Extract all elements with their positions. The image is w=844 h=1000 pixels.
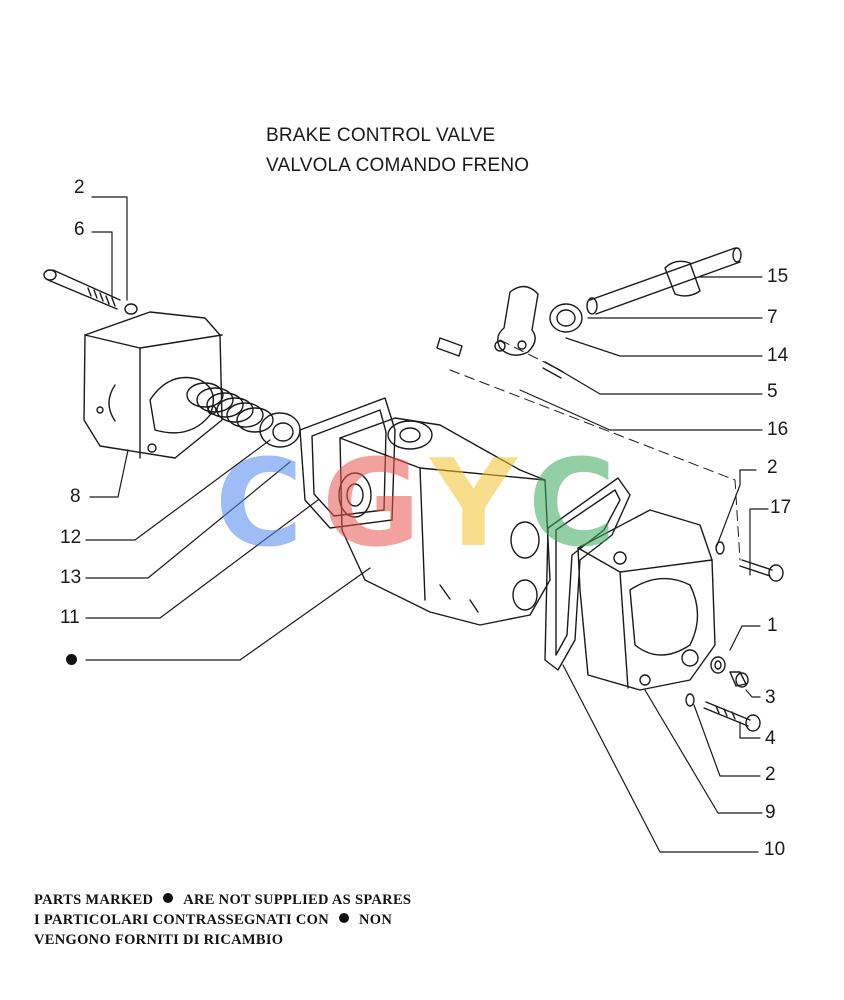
pin-part-16 xyxy=(436,337,463,357)
bolt-part-17 xyxy=(739,559,784,582)
plug-part-3 xyxy=(729,671,749,688)
watermark-letter: G xyxy=(322,435,421,574)
footnote-line-1-end: ARE NOT SUPPLIED AS SPARES xyxy=(183,892,412,908)
callout-2-right: 2 xyxy=(767,457,778,478)
not-supplied-marker xyxy=(66,654,77,665)
callout-2-bottom: 2 xyxy=(765,764,776,785)
footnote-line-2: I PARTICOLARI CONTRASSEGNATI CON NON xyxy=(34,912,392,929)
callout-12: 12 xyxy=(60,527,82,548)
washer-part-2-right xyxy=(715,541,725,555)
callout-14: 14 xyxy=(767,345,789,366)
bullet-marker-icon xyxy=(338,913,349,923)
valve-body-unmarked-part xyxy=(338,417,551,626)
callout-16: 16 xyxy=(767,419,789,440)
callout-4: 4 xyxy=(765,728,776,749)
callout-2-top: 2 xyxy=(74,177,85,198)
right-cover-part-9 xyxy=(577,509,716,691)
callout-10: 10 xyxy=(764,839,786,860)
leader-lines xyxy=(85,196,769,853)
diagram-title-italian: VALVOLA COMANDO FRENO xyxy=(266,155,530,176)
callout-7: 7 xyxy=(767,307,778,328)
spring-part-12 xyxy=(186,382,274,433)
bolt-part-4 xyxy=(703,701,761,732)
callout-15: 15 xyxy=(767,266,789,287)
watermark-letter: C xyxy=(215,435,303,574)
bullet-marker-icon xyxy=(163,893,174,903)
callout-3: 3 xyxy=(765,687,776,708)
footnote-line-3: VENGONO FORNITI DI RICAMBIO xyxy=(34,932,284,948)
callout-9: 9 xyxy=(765,802,776,823)
bolt-part-6 xyxy=(43,269,121,310)
shaft-part-15 xyxy=(586,247,742,315)
washer-part-2-top xyxy=(124,303,138,315)
callout-8: 8 xyxy=(70,486,81,507)
callout-11: 11 xyxy=(60,607,80,628)
footnote-line-2-start: I PARTICOLARI CONTRASSEGNATI CON xyxy=(34,912,329,928)
watermark-letter: Y xyxy=(428,435,519,574)
pin-part-5 xyxy=(542,361,564,379)
seal-part-7 xyxy=(549,303,583,333)
callout-17: 17 xyxy=(770,497,792,518)
lever-part-14 xyxy=(494,285,539,356)
footnote-line-1: PARTS MARKED ARE NOT SUPPLIED AS SPARES xyxy=(34,892,411,909)
watermark-logo: C G Y C xyxy=(215,435,616,574)
callout-6: 6 xyxy=(74,219,85,240)
diagram-title-english: BRAKE CONTROL VALVE xyxy=(266,125,496,146)
callout-5: 5 xyxy=(767,381,778,402)
callout-1: 1 xyxy=(767,615,778,636)
callout-13: 13 xyxy=(60,567,82,588)
footnote-line-2-end: NON xyxy=(358,912,393,928)
washer-part-2-bottom xyxy=(685,693,695,707)
gasket-part-11 xyxy=(299,397,396,529)
left-cover-part-8 xyxy=(83,311,223,459)
footnote-line-1-start: PARTS MARKED xyxy=(34,892,154,908)
washer-part-1 xyxy=(710,656,726,674)
watermark-letter: C xyxy=(528,435,616,574)
